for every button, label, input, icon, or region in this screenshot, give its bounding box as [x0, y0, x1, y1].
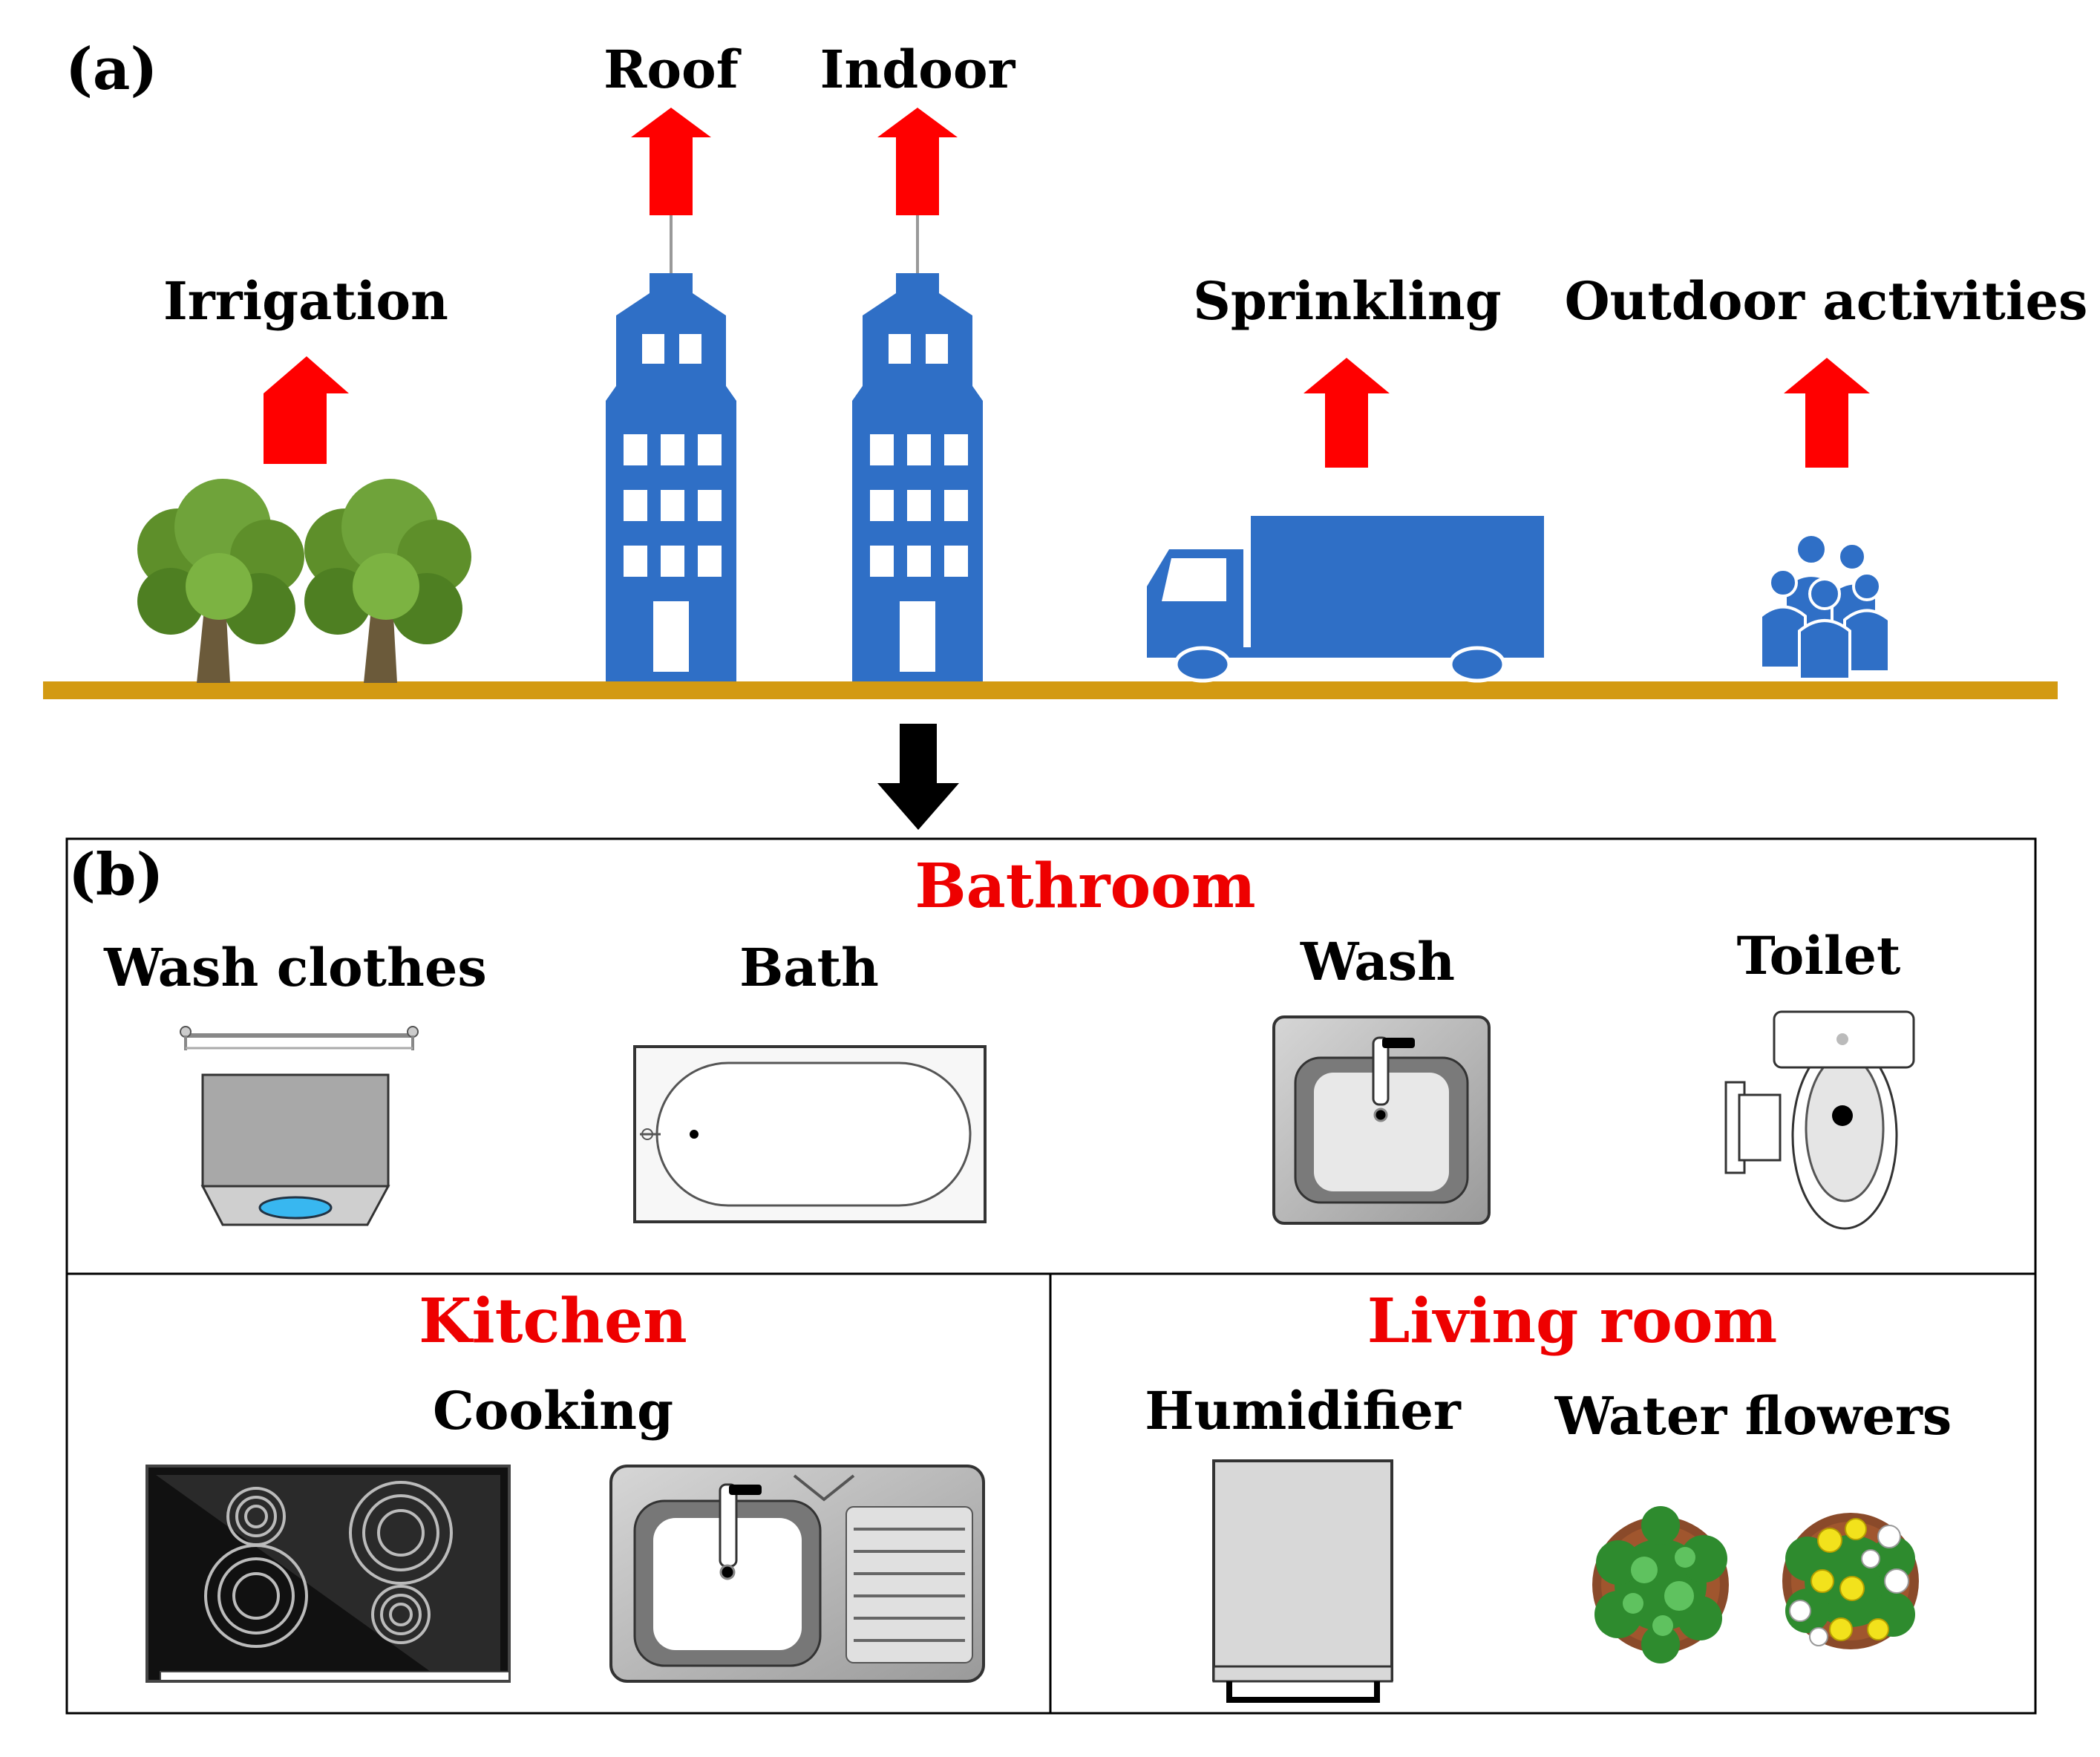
roof-label: Roof — [603, 39, 742, 100]
toilet-icon — [1724, 1010, 1915, 1230]
arrow-outdoor — [1784, 358, 1870, 468]
arrow-indoor — [877, 108, 958, 215]
flower-pot-icon — [1592, 1506, 1729, 1663]
cooking-label: Cooking — [433, 1380, 673, 1442]
panel-b-label: (b) — [68, 841, 163, 909]
flower-pot-icon — [1782, 1513, 1919, 1649]
bath-label: Bath — [739, 937, 879, 998]
panel-a-label: (a) — [65, 36, 157, 103]
truck-icon — [1147, 516, 1544, 683]
water-flowers-label: Water flowers — [1554, 1385, 1952, 1447]
outdoor-activities-label: Outdoor activities — [1565, 270, 2088, 332]
building-icon — [852, 215, 983, 681]
arrow-irrigation — [264, 356, 349, 464]
bathroom-title: Bathroom — [915, 851, 1255, 922]
tree-icon — [304, 479, 471, 683]
tree-icon — [137, 479, 304, 683]
arrow-sprinkling — [1303, 358, 1390, 468]
irrigation-label: Irrigation — [163, 270, 448, 332]
ground-line — [43, 681, 2058, 699]
wash-label: Wash — [1300, 931, 1455, 992]
building-icon — [606, 215, 736, 681]
people-icon — [1759, 533, 1891, 681]
washing-machine-icon — [180, 1026, 419, 1226]
living-room-title: Living room — [1367, 1286, 1777, 1357]
wash-clothes-label: Wash clothes — [103, 937, 487, 998]
cooktop-icon — [145, 1465, 511, 1683]
kitchen-sink-icon — [609, 1465, 985, 1683]
humidifier-icon — [1212, 1459, 1393, 1703]
humidifier-label: Humidifier — [1145, 1380, 1462, 1442]
toilet-label: Toilet — [1737, 925, 1901, 987]
sink-icon — [1272, 1015, 1491, 1225]
arrow-down — [877, 724, 959, 830]
kitchen-title: Kitchen — [419, 1286, 687, 1357]
arrow-roof — [631, 108, 711, 215]
bathtub-icon — [633, 1045, 987, 1223]
sprinkling-label: Sprinkling — [1193, 270, 1501, 332]
indoor-label: Indoor — [820, 39, 1016, 100]
